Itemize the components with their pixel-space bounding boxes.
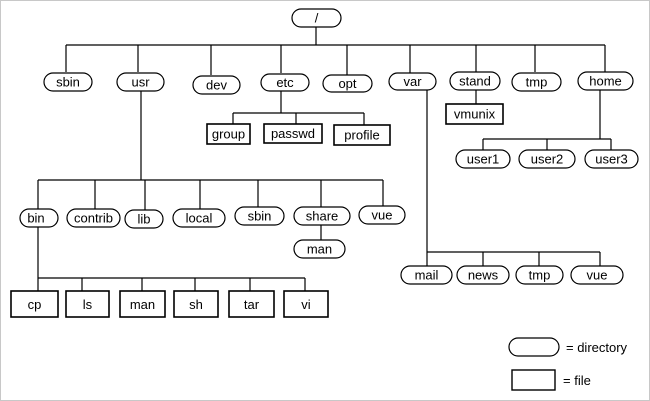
file-man: man <box>119 290 166 318</box>
dir-bin: bin <box>19 208 59 228</box>
file-group: group <box>206 123 251 145</box>
dir-usr-vue-label: vue <box>372 208 393 223</box>
file-passwd: passwd <box>263 123 323 144</box>
dir-user2: user2 <box>518 149 576 169</box>
dir-etc: etc <box>260 73 310 92</box>
file-profile: profile <box>333 124 391 146</box>
dir-user1: user1 <box>455 149 511 169</box>
file-group-label: group <box>212 127 245 142</box>
file-ls-label: ls <box>83 297 93 312</box>
dir-user3: user3 <box>584 149 639 169</box>
legend-file: = file <box>511 369 591 391</box>
dir-sbin: sbin <box>43 72 93 92</box>
file-ls: ls <box>65 290 110 318</box>
dir-bin-label: bin <box>27 211 44 226</box>
dir-local-label: local <box>186 211 213 226</box>
dir-usr-sbin-label: sbin <box>248 209 272 224</box>
dir-share-man-label: man <box>307 242 332 257</box>
dir-user2-label: user2 <box>531 152 564 167</box>
dir-share-man: man <box>293 239 346 259</box>
file-vi: vi <box>283 290 329 318</box>
dir-root: / <box>291 8 342 28</box>
dir-share-label: share <box>306 209 339 224</box>
legend-directory-label: = directory <box>566 340 628 355</box>
dir-var-tmp-label: tmp <box>529 268 551 283</box>
dir-usr: usr <box>116 72 165 92</box>
file-cp-label: cp <box>28 297 42 312</box>
dir-lib: lib <box>124 209 164 229</box>
dir-root-label: / <box>315 11 319 26</box>
connector-lines <box>37 27 612 291</box>
dir-contrib-label: contrib <box>74 211 113 226</box>
dir-usr-sbin: sbin <box>234 206 285 226</box>
dir-lib-label: lib <box>137 212 150 227</box>
dir-opt-label: opt <box>338 76 356 91</box>
dir-var-vue-label: vue <box>587 268 608 283</box>
dir-user3-label: user3 <box>595 152 628 167</box>
legend-directory: = directory <box>508 337 628 357</box>
dir-dev: dev <box>192 75 241 95</box>
file-vi-label: vi <box>301 297 311 312</box>
dir-share: share <box>293 206 351 226</box>
dir-news: news <box>456 265 510 285</box>
dir-stand-label: stand <box>459 74 491 89</box>
dir-home-label: home <box>589 74 622 89</box>
dir-stand: stand <box>449 71 501 91</box>
dir-mail-label: mail <box>415 268 439 283</box>
dir-contrib: contrib <box>66 208 121 228</box>
legend: = directory = file <box>508 337 628 391</box>
dir-local: local <box>172 208 226 228</box>
dir-usr-vue: vue <box>358 205 406 225</box>
dir-etc-label: etc <box>276 75 294 90</box>
dir-sbin-label: sbin <box>56 75 80 90</box>
file-vmunix-label: vmunix <box>454 107 496 122</box>
file-tar: tar <box>228 290 275 318</box>
dir-tmp: tmp <box>511 72 562 92</box>
legend-file-label: = file <box>563 373 591 388</box>
dir-home: home <box>577 71 634 91</box>
file-cp: cp <box>10 290 59 318</box>
dir-usr-label: usr <box>131 75 150 90</box>
file-passwd-label: passwd <box>271 126 315 141</box>
dir-opt: opt <box>322 74 373 93</box>
file-vmunix: vmunix <box>445 103 504 125</box>
dir-news-label: news <box>468 268 499 283</box>
dir-mail: mail <box>400 265 453 285</box>
file-sh: sh <box>173 290 219 318</box>
dir-var-label: var <box>403 74 422 89</box>
file-tar-label: tar <box>244 297 260 312</box>
dir-tmp-label: tmp <box>526 75 548 90</box>
dir-user1-label: user1 <box>467 152 500 167</box>
file-man-label: man <box>130 297 155 312</box>
legend-file-swatch <box>511 369 556 391</box>
file-sh-label: sh <box>189 297 203 312</box>
dir-dev-label: dev <box>206 78 227 93</box>
legend-directory-swatch <box>508 337 560 357</box>
dir-var-tmp: tmp <box>515 265 564 285</box>
dir-var-vue: vue <box>570 265 624 285</box>
file-profile-label: profile <box>344 128 379 143</box>
dir-var: var <box>388 72 437 91</box>
